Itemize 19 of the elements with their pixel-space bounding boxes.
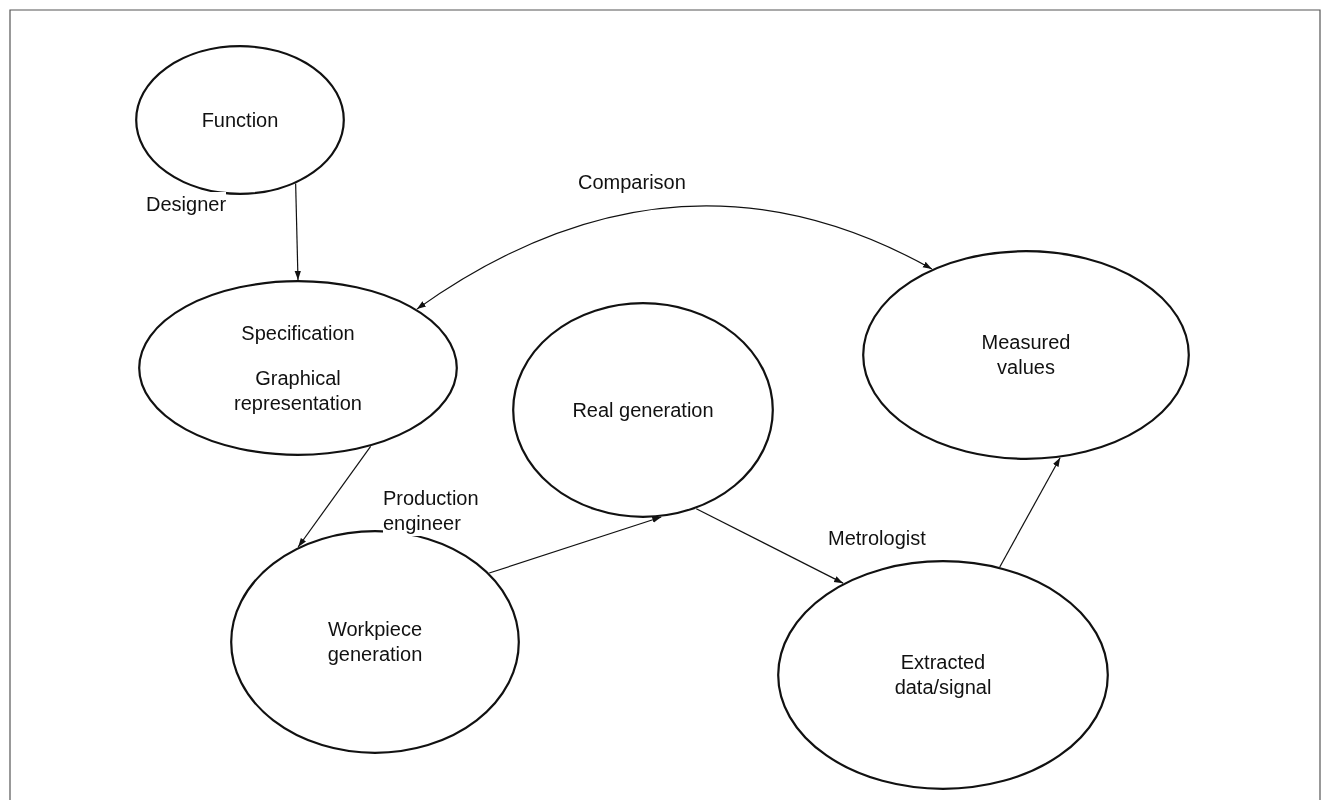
- ellipse-node: [512, 302, 774, 518]
- node-label: Extracted data/signal: [893, 650, 993, 700]
- ellipse-node: [777, 560, 1109, 790]
- ellipse-node: [862, 250, 1190, 460]
- ellipse-node: [138, 280, 458, 456]
- arrow: [488, 516, 662, 574]
- arrow: [297, 445, 372, 548]
- ellipse-node: [135, 45, 345, 195]
- arrow: [695, 508, 844, 584]
- arrow: [416, 205, 933, 310]
- node-label: Function: [201, 107, 279, 133]
- arrow: [999, 457, 1061, 568]
- node-label: Specification: [241, 320, 355, 346]
- node-label: Workpiece generation: [326, 617, 424, 667]
- arrow: [294, 183, 301, 281]
- node-label: Graphical representation: [233, 365, 363, 416]
- node-label: Real generation: [572, 397, 714, 423]
- node-label: Measured values: [980, 330, 1072, 380]
- edge-label: Designer: [146, 192, 227, 217]
